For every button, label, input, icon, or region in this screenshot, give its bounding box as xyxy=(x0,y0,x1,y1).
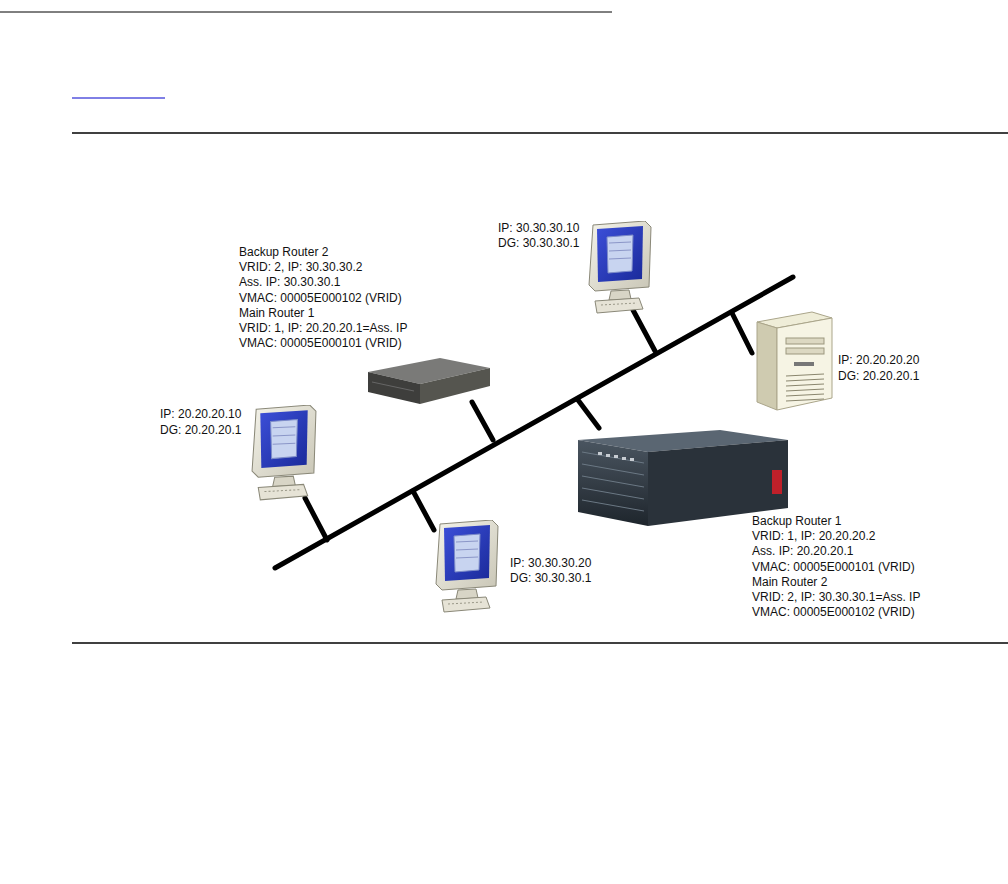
device-label: IP: 30.30.30.20 xyxy=(510,556,591,570)
device-label: Backup Router 2 xyxy=(239,245,328,259)
rule xyxy=(72,642,1008,644)
device-label: DG: 20.20.20.1 xyxy=(838,369,919,383)
device-label: Ass. IP: 20.20.20.1 xyxy=(752,544,853,558)
device-label: VMAC: 00005E000102 (VRID) xyxy=(239,291,402,305)
device-label: Ass. IP: 30.30.30.1 xyxy=(239,275,340,289)
rule xyxy=(0,12,612,13)
device-label: VRID: 2, IP: 30.30.30.2 xyxy=(239,260,362,274)
device-label: VRID: 1, IP: 20.20.20.1=Ass. IP xyxy=(239,321,407,335)
pc-icon xyxy=(252,405,316,500)
device-label: VRID: 1, IP: 20.20.20.2 xyxy=(752,529,875,543)
device-label: VMAC: 00005E000101 (VRID) xyxy=(752,560,915,574)
device-label: VMAC: 00005E000101 (VRID) xyxy=(239,336,402,350)
link-underline xyxy=(72,98,165,99)
pc-icon xyxy=(436,520,498,612)
device-label: DG: 30.30.30.1 xyxy=(498,236,579,250)
network-bus xyxy=(275,277,793,568)
device-label: Main Router 2 xyxy=(752,575,827,589)
router-icon xyxy=(368,358,490,404)
device-label: IP: 20.20.20.10 xyxy=(160,407,241,421)
device-label: Main Router 1 xyxy=(239,306,314,320)
device-label: Backup Router 1 xyxy=(752,514,841,528)
device-label: DG: 20.20.20.1 xyxy=(160,423,241,437)
device-label: VMAC: 00005E000102 (VRID) xyxy=(752,605,915,619)
device-label: IP: 30.30.30.10 xyxy=(498,221,579,235)
chassis-router-icon xyxy=(578,430,788,526)
device-label: VRID: 2, IP: 30.30.30.1=Ass. IP xyxy=(752,590,920,604)
device-label: IP: 20.20.20.20 xyxy=(838,353,919,367)
device-label: DG: 30.30.30.1 xyxy=(510,571,591,585)
rule xyxy=(72,132,1008,134)
server-icon xyxy=(757,312,832,410)
pc-icon xyxy=(589,221,651,313)
